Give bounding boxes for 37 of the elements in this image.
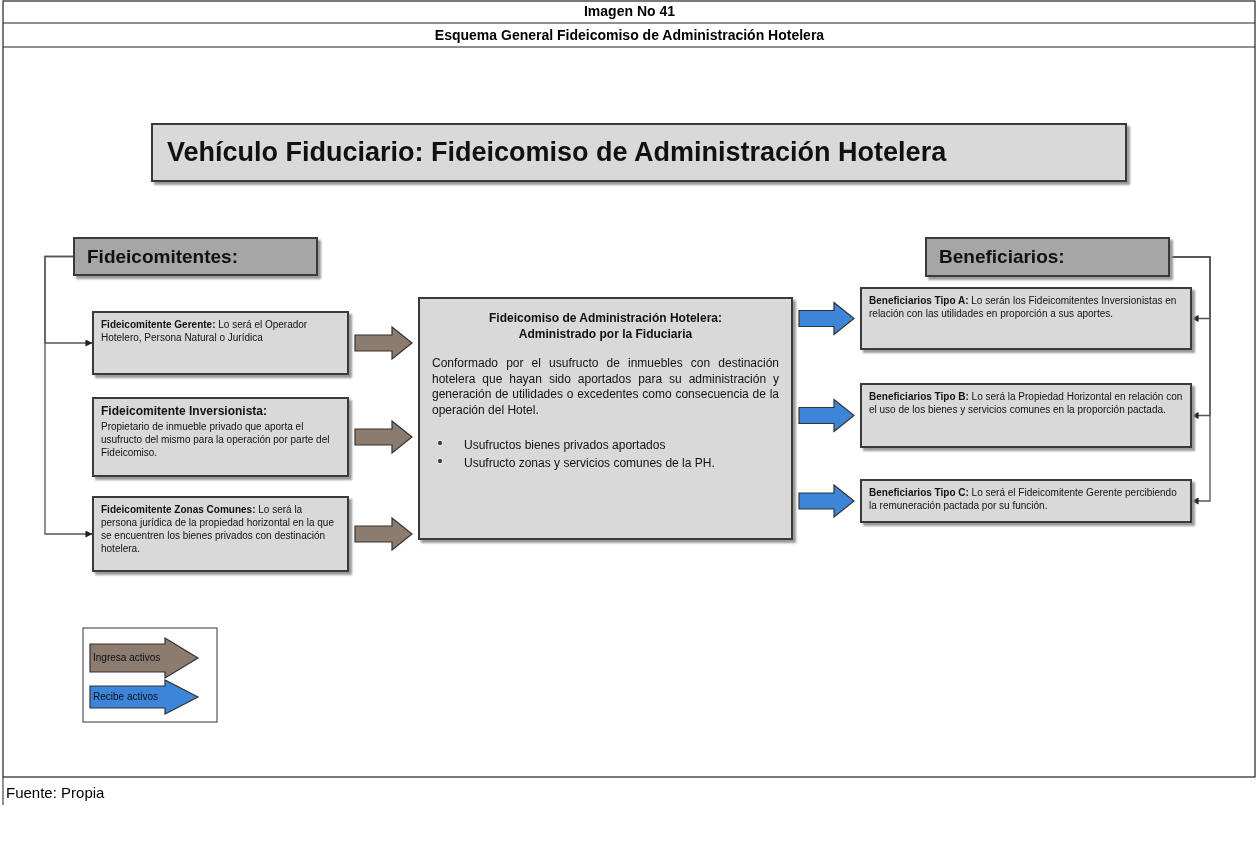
description-box: [92, 397, 349, 477]
source-caption: Fuente: Propia: [6, 784, 105, 801]
title-banner: [151, 123, 1127, 182]
description-box: [860, 287, 1192, 350]
box-heading: Fideicomitente Inversionista:: [101, 404, 269, 420]
banner-title: Vehículo Fiduciario: Fideicomiso de Administración Hotelera: [167, 137, 947, 168]
legend-label: Ingresa activos: [93, 652, 161, 663]
group-heading: Beneficiarios:: [939, 246, 1065, 268]
box-description: Fideicomitente Gerente: Lo será el Operador Hotelero, Persona Natural o Jurídica: [101, 318, 309, 344]
box-description: Beneficiarios Tipo B: Lo será la Propiedad Horizontal en relación con el uso de los bienes y servicios comunes en la proporción pactada.: [869, 390, 1183, 416]
block-arrow: [354, 516, 413, 552]
block-arrow: [798, 301, 855, 336]
block-arrow: [354, 325, 413, 361]
group-heading: Fideicomitentes:: [87, 245, 238, 268]
description-box: [92, 496, 349, 572]
figure-title: Imagen No 41: [583, 3, 676, 19]
box-description: Fideicomitente Zonas Comunes: Lo será la persona jurídica de la propiedad horizontal en la que se encuentren los bienes privados con destinación hotelera.: [101, 503, 335, 555]
box-description: Conformado por el usufructo de inmuebles con destinación hotelera que hayan sido aportados para su administración y generación de utilidades o excedentes como consecuencia de la operación del Hotel.: [432, 356, 779, 419]
block-arrow: [798, 483, 855, 519]
group-header-box: [73, 237, 318, 276]
block-arrow: [354, 419, 413, 455]
trust-box: [418, 297, 793, 540]
block-arrow: [798, 398, 855, 433]
connector-arrow: [1169, 256, 1211, 505]
box-heading: Fideicomiso de Administración Hotelera: Administrado por la Fiduciaria: [488, 311, 723, 343]
figure-subtitle: Esquema General Fideicomiso de Administración Hotelera: [433, 27, 826, 43]
description-box: [92, 311, 349, 375]
group-header-box: [925, 237, 1170, 277]
box-description: Beneficiarios Tipo A: Lo serán los Fideicomitentes Inversionistas en relación con las utilidades en proporción a sus aportes.: [869, 294, 1178, 320]
description-box: [860, 383, 1192, 448]
connector-arrow: [44, 255, 93, 538]
bullet-item: Usufructo zonas y servicios comunes de la PH.: [464, 456, 715, 471]
bullet-item: Usufructos bienes privados aportados: [464, 437, 666, 452]
description-box: [860, 479, 1192, 523]
legend-label: Recibe activos: [93, 691, 159, 702]
box-description: Propietario de inmueble privado que aporta el usufructo del mismo para la operación por parte del Fideicomiso.: [101, 419, 331, 459]
box-description: Beneficiarios Tipo C: Lo será el Fideicomitente Gerente percibiendo la remuneración pactada por su función.: [869, 486, 1178, 512]
